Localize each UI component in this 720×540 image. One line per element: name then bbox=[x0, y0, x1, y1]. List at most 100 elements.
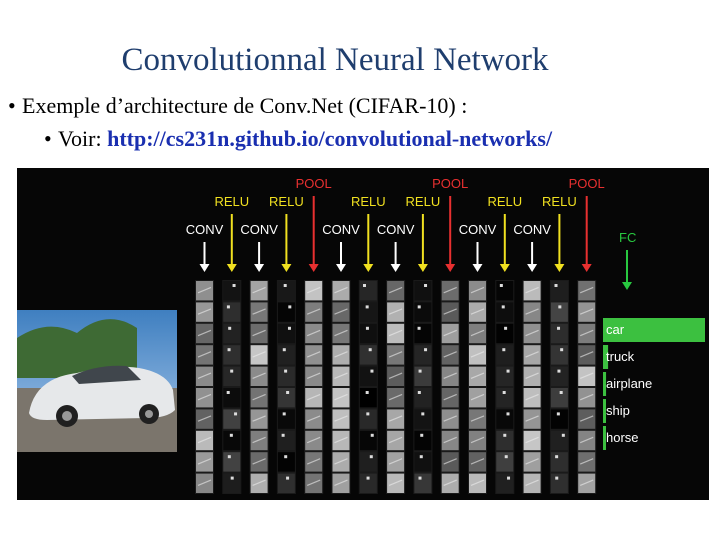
feature-activation bbox=[502, 348, 505, 351]
feature-activation bbox=[555, 477, 558, 480]
bullet-marker: • bbox=[8, 93, 22, 119]
feature-map bbox=[278, 409, 295, 428]
feature-activation bbox=[366, 412, 369, 415]
feature-map bbox=[360, 409, 377, 428]
feature-map bbox=[414, 324, 431, 343]
feature-activation bbox=[557, 370, 560, 373]
feature-map bbox=[414, 367, 431, 386]
feature-map bbox=[223, 345, 240, 364]
cs231n-link[interactable]: http://cs231n.github.io/convolutional-ne… bbox=[107, 126, 552, 151]
feature-activation bbox=[233, 284, 236, 287]
layer-label-conv: CONV bbox=[239, 222, 279, 237]
bullet-link-prefix: Voir: bbox=[58, 126, 107, 151]
layer-arrowhead-conv bbox=[254, 264, 264, 272]
feature-activation bbox=[228, 348, 231, 351]
feature-activation bbox=[420, 434, 423, 437]
feature-map bbox=[360, 281, 377, 300]
feature-activation bbox=[420, 455, 423, 458]
feature-activation bbox=[502, 305, 505, 308]
feature-map bbox=[496, 452, 513, 471]
feature-activation bbox=[555, 284, 558, 287]
feature-activation bbox=[504, 327, 507, 330]
layer-arrowhead-pool bbox=[309, 264, 319, 272]
feature-map bbox=[360, 388, 377, 407]
feature-activation bbox=[366, 391, 369, 394]
feature-activation bbox=[367, 477, 370, 480]
fc-arrowhead bbox=[622, 282, 632, 290]
feature-activation bbox=[558, 305, 561, 308]
layer-label-relu: RELU bbox=[485, 194, 525, 209]
feature-map bbox=[496, 388, 513, 407]
feature-map bbox=[414, 388, 431, 407]
class-label: ship bbox=[606, 403, 630, 418]
layer-label-pool: POOL bbox=[430, 176, 470, 191]
layer-label-conv: CONV bbox=[185, 222, 225, 237]
feature-map bbox=[551, 474, 568, 493]
feature-map bbox=[496, 474, 513, 493]
feature-map bbox=[223, 367, 240, 386]
layer-label-conv: CONV bbox=[321, 222, 361, 237]
feature-activation bbox=[284, 455, 287, 458]
feature-activation bbox=[228, 455, 231, 458]
car-hub-back bbox=[145, 410, 153, 418]
feature-activation bbox=[418, 391, 421, 394]
feature-activation bbox=[507, 477, 510, 480]
bullet-link: •Voir: http://cs231n.github.io/convoluti… bbox=[44, 126, 552, 152]
layer-arrowhead-conv bbox=[200, 264, 210, 272]
layer-label-pool: POOL bbox=[567, 176, 607, 191]
feature-map bbox=[551, 431, 568, 450]
feature-map bbox=[414, 409, 431, 428]
feature-map bbox=[278, 431, 295, 450]
feature-map bbox=[551, 324, 568, 343]
bullet-architecture: •Exemple d’architecture de Conv.Net (CIF… bbox=[8, 93, 467, 119]
feature-activation bbox=[503, 434, 506, 437]
layer-label-relu: RELU bbox=[403, 194, 443, 209]
feature-map bbox=[496, 324, 513, 343]
feature-map bbox=[414, 281, 431, 300]
feature-map bbox=[360, 452, 377, 471]
bullet-marker: • bbox=[44, 126, 58, 152]
layer-label-relu: RELU bbox=[539, 194, 579, 209]
feature-map bbox=[414, 302, 431, 321]
feature-activation bbox=[286, 391, 289, 394]
feature-map bbox=[496, 367, 513, 386]
feature-activation bbox=[503, 391, 506, 394]
feature-activation bbox=[230, 434, 233, 437]
layer-arrowhead-relu bbox=[554, 264, 564, 272]
feature-map bbox=[278, 474, 295, 493]
feature-map bbox=[223, 452, 240, 471]
feature-map bbox=[278, 324, 295, 343]
feature-map bbox=[551, 367, 568, 386]
feature-activation bbox=[230, 370, 233, 373]
feature-activation bbox=[288, 305, 291, 308]
layer-label-conv: CONV bbox=[458, 222, 498, 237]
feature-map bbox=[360, 345, 377, 364]
feature-activation bbox=[424, 348, 427, 351]
feature-activation bbox=[227, 305, 230, 308]
layer-label-conv: CONV bbox=[512, 222, 552, 237]
feature-map bbox=[551, 409, 568, 428]
class-label: truck bbox=[606, 349, 634, 364]
feature-map bbox=[551, 345, 568, 364]
feature-activation bbox=[500, 284, 503, 287]
class-label: horse bbox=[606, 430, 639, 445]
layer-label-relu: RELU bbox=[212, 194, 252, 209]
feature-activation bbox=[288, 327, 291, 330]
feature-activation bbox=[560, 348, 563, 351]
slide-title: Convolutionnal Neural Network bbox=[0, 42, 670, 79]
feature-activation bbox=[283, 412, 286, 415]
feature-activation bbox=[560, 391, 563, 394]
feature-activation bbox=[366, 305, 369, 308]
layer-arrowhead-pool bbox=[445, 264, 455, 272]
feature-activation bbox=[366, 327, 369, 330]
feature-map bbox=[360, 474, 377, 493]
layer-arrowhead-conv bbox=[473, 264, 483, 272]
feature-activation bbox=[557, 327, 560, 330]
feature-map bbox=[223, 409, 240, 428]
feature-activation bbox=[557, 412, 560, 415]
feature-activation bbox=[234, 412, 237, 415]
car-hub-front bbox=[62, 411, 72, 421]
feature-activation bbox=[371, 434, 374, 437]
feature-map bbox=[496, 281, 513, 300]
fc-label: FC bbox=[619, 230, 636, 245]
